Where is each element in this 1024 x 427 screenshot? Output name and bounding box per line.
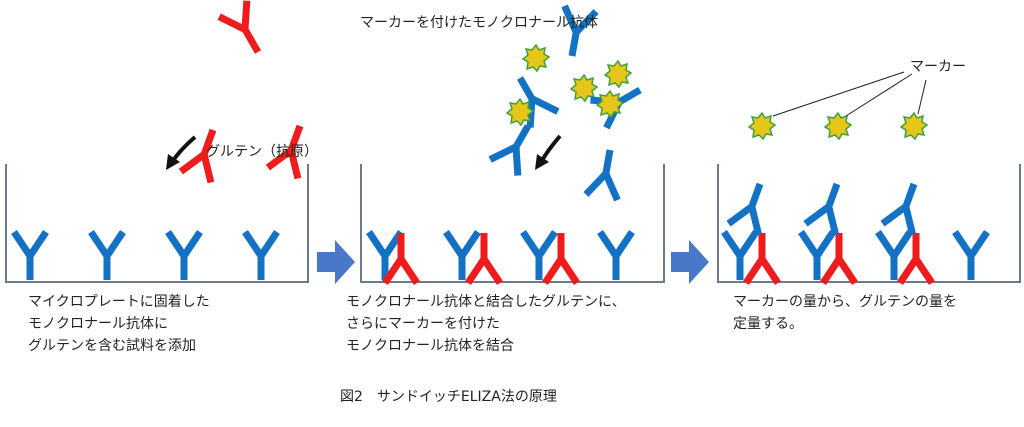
step-arrow-icon [317, 240, 355, 284]
step-arrow-icon [671, 240, 709, 284]
add-arrow-icon [535, 134, 562, 170]
marker-icon [506, 98, 534, 126]
detection-antibody-icon [729, 179, 775, 235]
capture-antibody-icon [91, 232, 123, 280]
marker-icon [596, 90, 624, 118]
marker-label: マーカー [910, 59, 966, 75]
marker-icon [604, 60, 632, 88]
add-arrow-icon [166, 135, 197, 170]
caption-line: マーカーの量から、グルテンの量を [733, 294, 957, 310]
capture-antibody-icon [168, 232, 200, 280]
well-1 [5, 164, 309, 283]
capture-antibody-icon [369, 232, 401, 280]
antigen-label: グルテン（抗原） [206, 144, 318, 160]
labeled-antibody-icon [586, 147, 626, 200]
caption-line: マイクロプレートに固着した [28, 294, 210, 310]
marker-icon [900, 112, 928, 140]
marker-leader-line [917, 79, 927, 115]
caption-line: モノクロナール抗体と結合したグルテンに、 [346, 294, 626, 310]
gluten-antigen-icon [219, 1, 272, 60]
caption-line: グルテンを含む試料を添加 [28, 338, 196, 354]
labeled-antibody-icon [490, 118, 542, 176]
panel-1-caption: マイクロプレートに固着した モノクロナール抗体に グルテンを含む試料を添加 [28, 291, 210, 357]
capture-antibody-icon [600, 232, 632, 280]
capture-antibody-icon [14, 232, 46, 280]
figure-caption: 図2 サンドイッチELIZA法の原理 [340, 389, 557, 405]
well-2 [360, 164, 665, 283]
caption-line: モノクロナール抗体に [28, 316, 168, 332]
panel-2-caption: モノクロナール抗体と結合したグルテンに、 さらにマーカーを付けた モノクロナール… [346, 291, 626, 357]
panel-3-caption: マーカーの量から、グルテンの量を 定量する。 [733, 291, 957, 335]
marker-icon [748, 112, 776, 140]
capture-antibody-icon [955, 232, 987, 280]
marker-leader-line [772, 71, 905, 117]
bound-gluten-icon [385, 233, 417, 283]
caption-line: 定量する。 [733, 316, 803, 332]
caption-line: さらにマーカーを付けた [346, 316, 500, 332]
marker-leader-line [845, 73, 913, 117]
detection-antibody-icon [806, 179, 852, 235]
marker-icon [824, 112, 852, 140]
capture-antibody-icon [245, 232, 277, 280]
labeled-antibody-title: マーカーを付けたモノクロナール抗体 [360, 15, 598, 31]
caption-line: モノクロナール抗体を結合 [346, 338, 514, 354]
well-3 [717, 164, 1021, 283]
detection-antibody-icon [883, 179, 929, 235]
marker-icon [522, 44, 550, 72]
